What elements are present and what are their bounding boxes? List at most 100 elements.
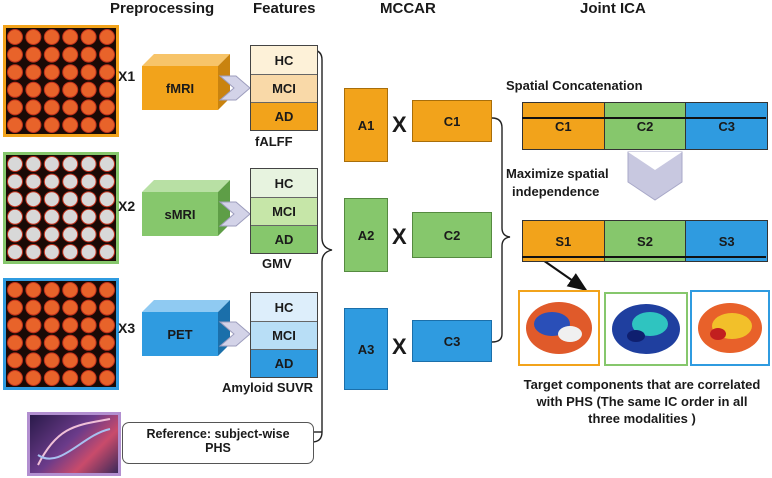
- brain-slice: [7, 244, 23, 260]
- brain-slice: [7, 99, 23, 116]
- fmri-mci: MCI: [251, 75, 317, 103]
- fmri-arrow-icon: [218, 74, 252, 102]
- brain-slice: [7, 282, 23, 298]
- brain-slice: [43, 156, 60, 172]
- brain-slice: [43, 117, 60, 133]
- brain-slice: [25, 64, 42, 81]
- brain-slice: [80, 173, 97, 190]
- brain-slice: [99, 99, 115, 116]
- brain-slice: [80, 29, 97, 45]
- source-s2: S2: [604, 221, 687, 261]
- header-features: Features: [253, 0, 316, 17]
- components-bracket: [491, 117, 511, 343]
- brain-slice: [7, 334, 23, 351]
- brain-slice: [80, 282, 97, 298]
- smri-feature-box: HC MCI AD: [250, 168, 318, 254]
- smri-ad: AD: [251, 226, 317, 253]
- reference-line2: PHS: [205, 441, 231, 455]
- source-s3: S3: [686, 221, 768, 261]
- brain-slice: [80, 64, 97, 81]
- header-preprocessing: Preprocessing: [110, 0, 215, 17]
- brain-slice: [25, 352, 42, 369]
- fmri-feature-name: fALFF: [255, 134, 293, 149]
- brain-slice: [25, 282, 42, 298]
- brain-slice: [62, 244, 79, 260]
- maximize-line1: Maximize spatial: [506, 166, 609, 181]
- brain-slice: [25, 29, 42, 45]
- spatial-concat-title: Spatial Concatenation: [506, 78, 643, 93]
- pet-feature-name: Amyloid SUVR: [222, 380, 314, 395]
- brain-slice: [99, 81, 115, 98]
- brain-slice: [99, 117, 115, 133]
- brain-slice: [99, 244, 115, 260]
- fmri-scan-grid: [3, 25, 119, 137]
- brain-slice: [43, 208, 60, 225]
- brain-slice: [62, 156, 79, 172]
- brain-slice: [7, 29, 23, 45]
- pet-ad: AD: [251, 350, 317, 377]
- brain-slice: [80, 370, 97, 386]
- dna-image: [27, 412, 121, 476]
- brain-slice: [7, 191, 23, 208]
- source-s1: S1: [523, 221, 605, 261]
- brain-slice: [99, 317, 115, 334]
- smri-mci: MCI: [251, 198, 317, 226]
- features-bracket: [311, 49, 333, 443]
- brain-slice: [80, 156, 97, 172]
- brain-slice: [62, 208, 79, 225]
- brain-slice: [7, 317, 23, 334]
- brain-slice: [62, 29, 79, 45]
- brain-slice: [62, 99, 79, 116]
- brain-slice: [43, 29, 60, 45]
- s1-arrow: [539, 257, 588, 292]
- brain-slice: [7, 370, 23, 386]
- concat-divider-line: [522, 117, 766, 119]
- fmri-hc: HC: [251, 46, 317, 75]
- a2-box: A2: [344, 198, 388, 272]
- brain-slice: [80, 46, 97, 63]
- pet-mci: MCI: [251, 322, 317, 350]
- brain-slice: [99, 156, 115, 172]
- brain-slice: [99, 29, 115, 45]
- brain-slice: [25, 81, 42, 98]
- brain-slice: [7, 173, 23, 190]
- x2-label: X2: [118, 198, 136, 214]
- brain-slice: [43, 64, 60, 81]
- target-line2: with PHS (The same IC order in all: [536, 394, 748, 409]
- source-divider-line: [522, 256, 766, 258]
- times-sign-2: X: [392, 224, 407, 249]
- brain-slice: [99, 191, 115, 208]
- reference-line1: Reference: subject-wise: [146, 427, 290, 441]
- brain-slice: [62, 173, 79, 190]
- a3-box: A3: [344, 308, 388, 390]
- brain-slice: [7, 46, 23, 63]
- brain-slice: [43, 173, 60, 190]
- brain-slice: [7, 226, 23, 243]
- concat-c1: C1: [523, 103, 605, 149]
- brain-slice: [7, 299, 23, 316]
- x3-label: X3: [118, 320, 136, 336]
- brain-slice: [7, 117, 23, 133]
- smri-label: sMRI: [164, 206, 196, 222]
- concat-bar: C1 C2 C3: [522, 102, 768, 150]
- brain-slice: [99, 173, 115, 190]
- brain-slice: [80, 81, 97, 98]
- concat-c3: C3: [686, 103, 768, 149]
- brain-slice: [25, 334, 42, 351]
- brain-slice: [25, 99, 42, 116]
- brain-slice: [7, 81, 23, 98]
- brain-slice: [25, 191, 42, 208]
- brain-slice: [25, 156, 42, 172]
- brain-slice: [25, 46, 42, 63]
- brain-slice: [62, 117, 79, 133]
- fmri-cube: [142, 54, 230, 110]
- brain-slice: [80, 99, 97, 116]
- brain-slice: [25, 244, 42, 260]
- brain-slice: [99, 299, 115, 316]
- target-line3: three modalities ): [588, 411, 696, 426]
- brain-slice: [25, 173, 42, 190]
- brain-slice: [62, 191, 79, 208]
- brain-slice: [80, 317, 97, 334]
- concat-c2: C2: [604, 103, 687, 149]
- fmri-label: fMRI: [165, 80, 195, 96]
